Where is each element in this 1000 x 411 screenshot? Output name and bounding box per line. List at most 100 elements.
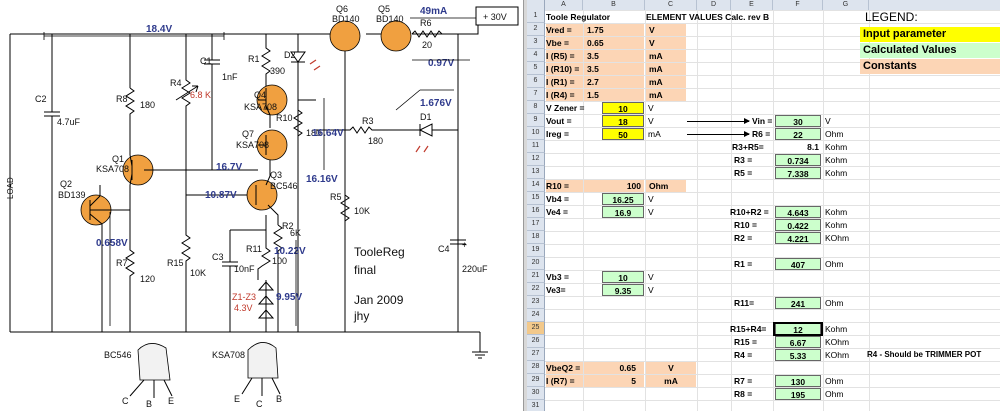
row-header-17[interactable]: 17 bbox=[527, 218, 545, 231]
cell-r10-const-label[interactable]: R10 = bbox=[546, 180, 583, 192]
cell-r4-unit[interactable]: KOhm bbox=[825, 350, 850, 360]
input-unit[interactable]: V bbox=[648, 103, 654, 113]
row-header-15[interactable]: 15 bbox=[527, 192, 545, 205]
column-header-d[interactable]: D bbox=[697, 0, 731, 10]
cell-ve4-unit[interactable]: V bbox=[648, 207, 654, 217]
row-header-9[interactable]: 9 bbox=[527, 114, 545, 127]
cell-r3r5-value[interactable]: 8.1 bbox=[807, 142, 819, 152]
const-value[interactable]: 3.5 bbox=[584, 50, 644, 62]
const-unit[interactable]: mA bbox=[646, 50, 686, 62]
cell-ve4-value[interactable]: 16.9 bbox=[602, 206, 644, 218]
const-value[interactable]: 0.65 bbox=[584, 37, 644, 49]
input-value[interactable]: 18 bbox=[602, 115, 644, 127]
calc-unit[interactable]: Ohm bbox=[825, 129, 844, 139]
row-header-5[interactable]: 5 bbox=[527, 62, 545, 75]
row-header-23[interactable]: 23 bbox=[527, 296, 545, 309]
row-header-26[interactable]: 26 bbox=[527, 335, 545, 348]
row-header-7[interactable]: 7 bbox=[527, 88, 545, 101]
row-header-25[interactable]: 25 bbox=[527, 322, 545, 335]
row-header-14[interactable]: 14 bbox=[527, 179, 545, 192]
cell-vb4-label[interactable]: Vb4 = bbox=[546, 194, 569, 204]
cell-vb4-value[interactable]: 16.25 bbox=[602, 193, 644, 205]
cell-r15r4-value[interactable]: 12 bbox=[775, 323, 821, 335]
const-unit[interactable]: V bbox=[646, 24, 686, 36]
input-label[interactable]: Ireg = bbox=[546, 129, 569, 139]
const-value[interactable]: 2.7 bbox=[584, 76, 644, 88]
column-header-e[interactable]: E bbox=[731, 0, 773, 10]
cell-r15-unit[interactable]: KOhm bbox=[825, 337, 850, 347]
const-label[interactable]: Vbe = bbox=[546, 37, 583, 49]
row-header-22[interactable]: 22 bbox=[527, 283, 545, 296]
cell-c1[interactable]: ELEMENT VALUES Calc. rev B bbox=[646, 12, 770, 22]
const-unit[interactable]: mA bbox=[646, 89, 686, 101]
cell-vb4-unit[interactable]: V bbox=[648, 194, 654, 204]
row-header-6[interactable]: 6 bbox=[527, 75, 545, 88]
row-header-24[interactable]: 24 bbox=[527, 309, 545, 322]
cell-r1-value[interactable]: 407 bbox=[775, 258, 821, 270]
calc-value[interactable]: 30 bbox=[775, 115, 821, 127]
const-label[interactable]: Vred = bbox=[546, 24, 583, 36]
input-label[interactable]: V Zener = bbox=[546, 103, 585, 113]
calc-label[interactable]: R6 = bbox=[752, 129, 771, 139]
cell-vb3-label[interactable]: Vb3 = bbox=[546, 272, 569, 282]
cell-r15-value[interactable]: 6.67 bbox=[775, 336, 821, 348]
cell-r2-label[interactable]: R2 = bbox=[734, 233, 753, 243]
const-value[interactable]: 1.75 bbox=[584, 24, 644, 36]
cell-ve3-unit[interactable]: V bbox=[648, 285, 654, 295]
cell-r3-value[interactable]: 0.734 bbox=[775, 154, 821, 166]
row-header-8[interactable]: 8 bbox=[527, 101, 545, 114]
cell-r5-unit[interactable]: Kohm bbox=[825, 168, 848, 178]
select-all-corner[interactable] bbox=[527, 0, 545, 10]
row-header-10[interactable]: 10 bbox=[527, 127, 545, 140]
row-header-28[interactable]: 28 bbox=[527, 361, 545, 374]
cell-r8-label[interactable]: R8 = bbox=[734, 389, 753, 399]
cell-r11-value[interactable]: 241 bbox=[775, 297, 821, 309]
cell-r3r5-label[interactable]: R3+R5= bbox=[732, 142, 764, 152]
row-header-27[interactable]: 27 bbox=[527, 348, 545, 361]
const-label[interactable]: I (R5) = bbox=[546, 50, 583, 62]
cell-r15-label[interactable]: R15 = bbox=[734, 337, 757, 347]
const-label[interactable]: I (R1) = bbox=[546, 76, 583, 88]
cell-r4-label[interactable]: R4 = bbox=[734, 350, 753, 360]
column-header-f[interactable]: F bbox=[773, 0, 823, 10]
cell-r5-label[interactable]: R5 = bbox=[734, 168, 753, 178]
const-value[interactable]: 1.5 bbox=[584, 89, 644, 101]
const-unit[interactable]: mA bbox=[646, 63, 686, 75]
cell-a1[interactable]: Toole Regulator bbox=[546, 12, 611, 22]
input-value[interactable]: 50 bbox=[602, 128, 644, 140]
cell-vbeq2-label[interactable]: VbeQ2 = bbox=[546, 362, 583, 374]
cell-ve3-value[interactable]: 9.35 bbox=[602, 284, 644, 296]
cell-r4-value[interactable]: 5.33 bbox=[775, 349, 821, 361]
row-header-13[interactable]: 13 bbox=[527, 166, 545, 179]
cell-r10-const-unit[interactable]: Ohm bbox=[646, 180, 686, 192]
row-header-30[interactable]: 30 bbox=[527, 387, 545, 400]
cell-r10-value[interactable]: 0.422 bbox=[775, 219, 821, 231]
const-unit[interactable]: V bbox=[646, 37, 686, 49]
cell-r15r4-unit[interactable]: Kohm bbox=[825, 324, 848, 334]
input-unit[interactable]: mA bbox=[648, 129, 661, 139]
column-header-c[interactable]: C bbox=[645, 0, 697, 10]
input-label[interactable]: Vout = bbox=[546, 116, 572, 126]
cell-r10-const-value[interactable]: 100 bbox=[584, 180, 644, 192]
column-header-a[interactable]: A bbox=[545, 0, 583, 10]
column-header-b[interactable]: B bbox=[583, 0, 645, 10]
cell-r5-value[interactable]: 7.338 bbox=[775, 167, 821, 179]
input-unit[interactable]: V bbox=[648, 116, 654, 126]
cell-r1-label[interactable]: R1 = bbox=[734, 259, 753, 269]
cell-r8-value[interactable]: 195 bbox=[775, 388, 821, 400]
const-label[interactable]: I (R4) = bbox=[546, 89, 583, 101]
row-header-2[interactable]: 2 bbox=[527, 23, 545, 36]
cell-r10r2-unit[interactable]: Kohm bbox=[825, 207, 848, 217]
cell-r10r2-value[interactable]: 4.643 bbox=[775, 206, 821, 218]
calc-label[interactable]: Vin = bbox=[752, 116, 773, 126]
row-header-29[interactable]: 29 bbox=[527, 374, 545, 387]
row-header-1[interactable]: 1 bbox=[527, 10, 545, 23]
row-header-18[interactable]: 18 bbox=[527, 231, 545, 244]
cell-vbeq2-value[interactable]: 0.65 bbox=[584, 362, 644, 374]
cell-r3-label[interactable]: R3 = bbox=[734, 155, 753, 165]
cell-ir7-label[interactable]: I (R7) = bbox=[546, 375, 583, 387]
cell-r7-unit[interactable]: Ohm bbox=[825, 376, 844, 386]
row-header-20[interactable]: 20 bbox=[527, 257, 545, 270]
row-header-19[interactable]: 19 bbox=[527, 244, 545, 257]
cell-r10r2-label[interactable]: R10+R2 = bbox=[730, 207, 769, 217]
